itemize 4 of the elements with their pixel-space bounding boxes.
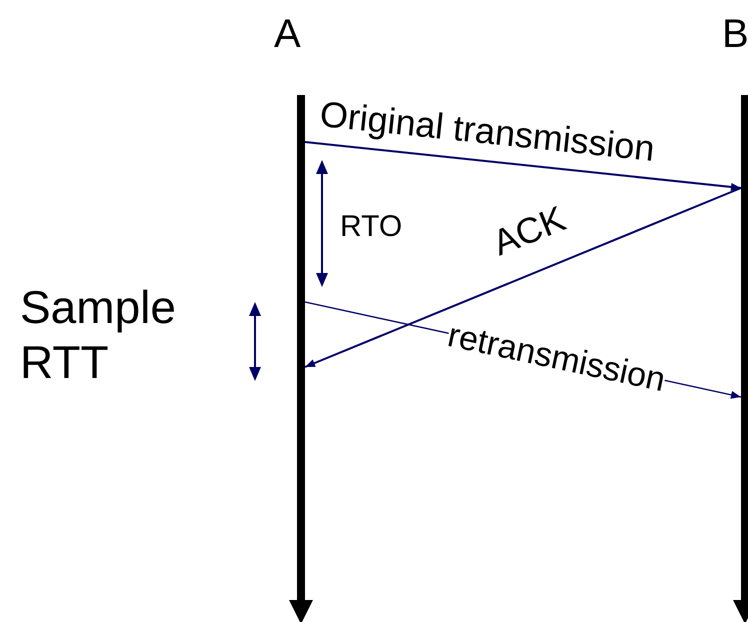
timeline-heading: A <box>274 12 301 56</box>
timeline-heading: B <box>722 12 748 56</box>
message-arrow <box>304 187 742 368</box>
message-arrow <box>304 141 742 191</box>
